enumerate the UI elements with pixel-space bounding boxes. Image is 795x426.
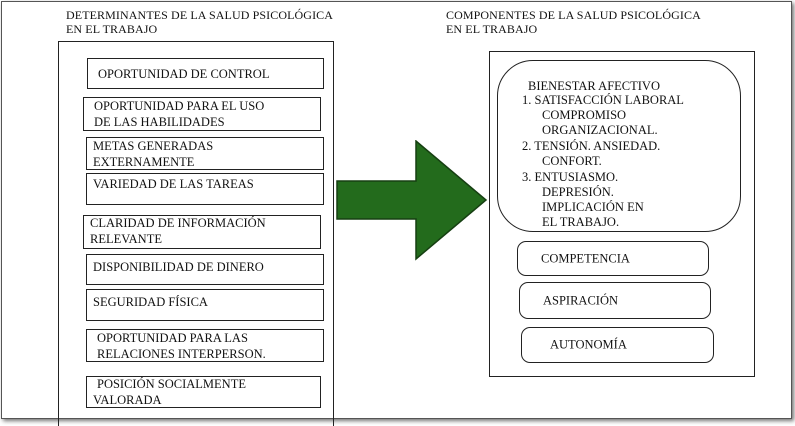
wellbeing-item: IMPLICACIÓN EN — [542, 200, 644, 214]
determinant-box-safety: SEGURIDAD FÍSICA — [86, 289, 324, 321]
determinants-heading-line-2: EN EL TRABAJO — [66, 22, 158, 36]
wellbeing-box: BIENESTAR AFECTIVO 1. SATISFACCIÓN LABOR… — [497, 60, 741, 232]
determinant-box-social-position: POSICIÓN SOCIALMENTE VALORADA — [86, 376, 321, 408]
determinant-box-goals: METAS GENERADAS EXTERNAMENTE — [86, 137, 324, 170]
wellbeing-item: COMPROMISO — [542, 108, 627, 122]
determinant-label: RELACIONES INTERPERSON. — [97, 346, 266, 361]
determinant-label: SEGURIDAD FÍSICA — [93, 294, 208, 309]
determinants-panel — [58, 41, 334, 426]
determinant-box-variety: VARIEDAD DE LAS TAREAS — [86, 173, 324, 205]
determinant-box-money: DISPONIBILIDAD DE DINERO — [86, 254, 324, 285]
wellbeing-title: BIENESTAR AFECTIVO — [528, 79, 660, 93]
wellbeing-item: DEPRESIÓN. — [542, 185, 614, 199]
determinant-box-control: OPORTUNIDAD DE CONTROL — [87, 58, 324, 89]
components-heading: COMPONENTES DE LA SALUD PSICOLÓGICA EN E… — [446, 8, 701, 36]
component-label: AUTONOMÍA — [550, 337, 627, 352]
wellbeing-item: 3. ENTUSIASMO. — [522, 170, 619, 184]
determinant-label: DISPONIBILIDAD DE DINERO — [93, 259, 264, 274]
wellbeing-item: EL TRABAJO. — [542, 215, 620, 229]
determinant-label: OPORTUNIDAD DE CONTROL — [98, 66, 270, 81]
component-box-aspiration: ASPIRACIÓN — [519, 282, 711, 319]
determinant-label: POSICIÓN SOCIALMENTE — [97, 377, 246, 391]
determinant-label: OPORTUNIDAD PARA LAS — [97, 330, 248, 345]
determinant-label: VARIEDAD DE LAS TAREAS — [93, 177, 254, 191]
component-box-autonomy: AUTONOMÍA — [521, 327, 714, 363]
components-heading-line-1: COMPONENTES DE LA SALUD PSICOLÓGICA — [446, 8, 701, 22]
determinant-label: CLARIDAD DE INFORMACIÓN — [90, 216, 266, 230]
wellbeing-item: 1. SATISFACCIÓN LABORAL — [522, 93, 684, 107]
determinant-box-relations: OPORTUNIDAD PARA LAS RELACIONES INTERPER… — [86, 329, 324, 362]
components-heading-line-2: EN EL TRABAJO — [446, 22, 538, 36]
determinant-label: EXTERNAMENTE — [93, 154, 195, 169]
determinant-box-skills: OPORTUNIDAD PARA EL USO DE LAS HABILIDAD… — [83, 97, 321, 131]
determinants-heading-line-1: DETERMINANTES DE LA SALUD PSICOLÓGICA — [66, 8, 334, 22]
component-label: COMPETENCIA — [541, 251, 630, 265]
arrow-right-icon — [336, 140, 488, 261]
determinants-heading: DETERMINANTES DE LA SALUD PSICOLÓGICA EN… — [66, 8, 333, 36]
determinant-box-information: CLARIDAD DE INFORMACIÓN RELEVANTE — [83, 215, 321, 249]
component-label: ASPIRACIÓN — [543, 293, 619, 307]
determinant-label: DE LAS HABILIDADES — [94, 115, 225, 129]
components-panel — [489, 51, 755, 377]
arrow-shape — [336, 140, 488, 261]
determinant-label: OPORTUNIDAD PARA EL USO — [94, 99, 265, 113]
determinant-label: METAS GENERADAS — [93, 138, 214, 153]
component-box-competence: COMPETENCIA — [517, 241, 709, 276]
diagram-frame — [1, 1, 792, 419]
wellbeing-item: CONFORT. — [542, 154, 602, 168]
determinant-label: VALORADA — [93, 393, 162, 407]
wellbeing-item: 2. TENSIÓN. ANSIEDAD. — [522, 139, 661, 153]
wellbeing-item: ORGANIZACIONAL. — [542, 123, 658, 137]
determinant-label: RELEVANTE — [90, 232, 162, 246]
